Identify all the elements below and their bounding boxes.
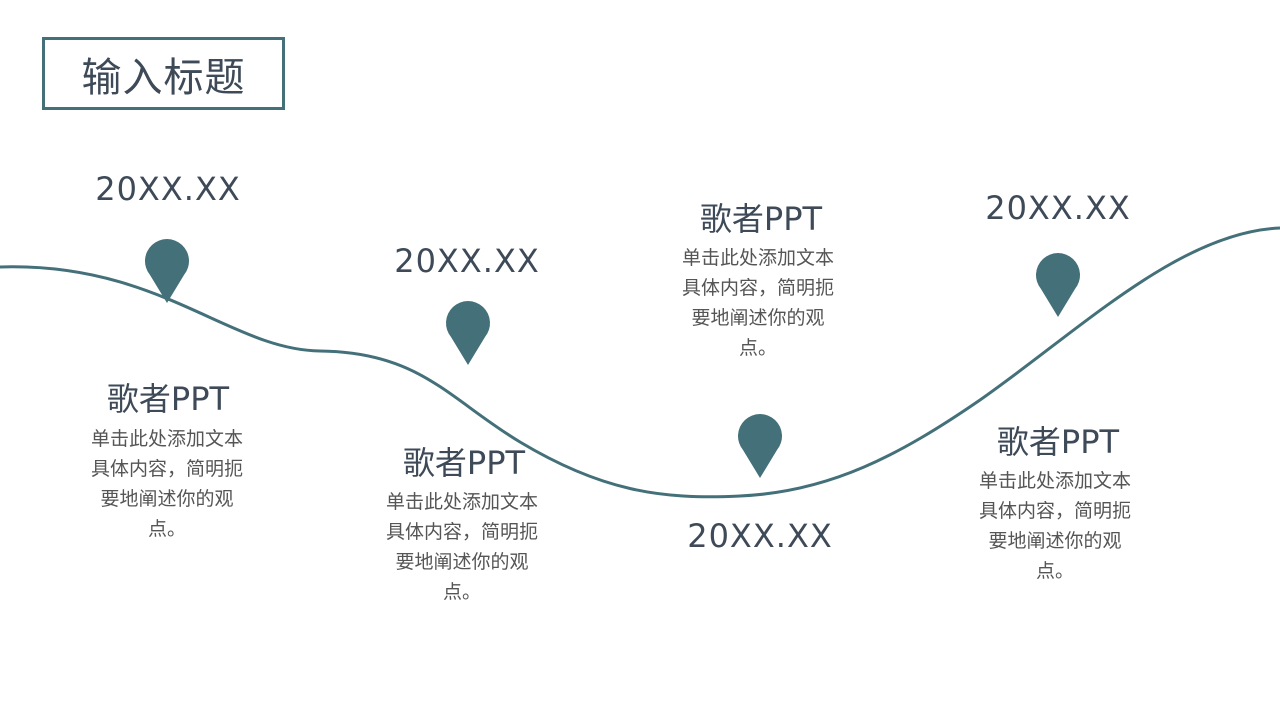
timeline-date-2: 20XX.XX xyxy=(394,242,540,280)
map-pin-icon xyxy=(738,414,782,478)
timeline-date-1: 20XX.XX xyxy=(95,170,241,208)
title-box[interactable]: 输入标题 xyxy=(42,37,285,110)
timeline-text-1: 单击此处添加文本具体内容，简明扼要地阐述你的观点。 xyxy=(90,428,243,540)
timeline-heading-2: 歌者PPT xyxy=(402,444,526,482)
timeline-curve xyxy=(0,226,1280,499)
timeline-heading-1: 歌者PPT xyxy=(106,380,230,418)
timeline-heading-3: 歌者PPT xyxy=(699,200,823,238)
timeline-date-4: 20XX.XX xyxy=(985,189,1131,227)
map-pin-icon xyxy=(446,301,490,365)
page-title: 输入标题 xyxy=(81,54,246,101)
timeline-date-3: 20XX.XX xyxy=(687,517,833,555)
map-pin-icon xyxy=(1036,253,1080,317)
timeline-text-3: 单击此处添加文本具体内容，简明扼要地阐述你的观点。 xyxy=(681,247,834,359)
timeline-text-4: 单击此处添加文本具体内容，简明扼要地阐述你的观点。 xyxy=(978,470,1131,582)
timeline-text-2: 单击此处添加文本具体内容，简明扼要地阐述你的观点。 xyxy=(385,491,538,603)
timeline-heading-4: 歌者PPT xyxy=(996,423,1120,461)
map-pin-icon xyxy=(145,239,189,303)
